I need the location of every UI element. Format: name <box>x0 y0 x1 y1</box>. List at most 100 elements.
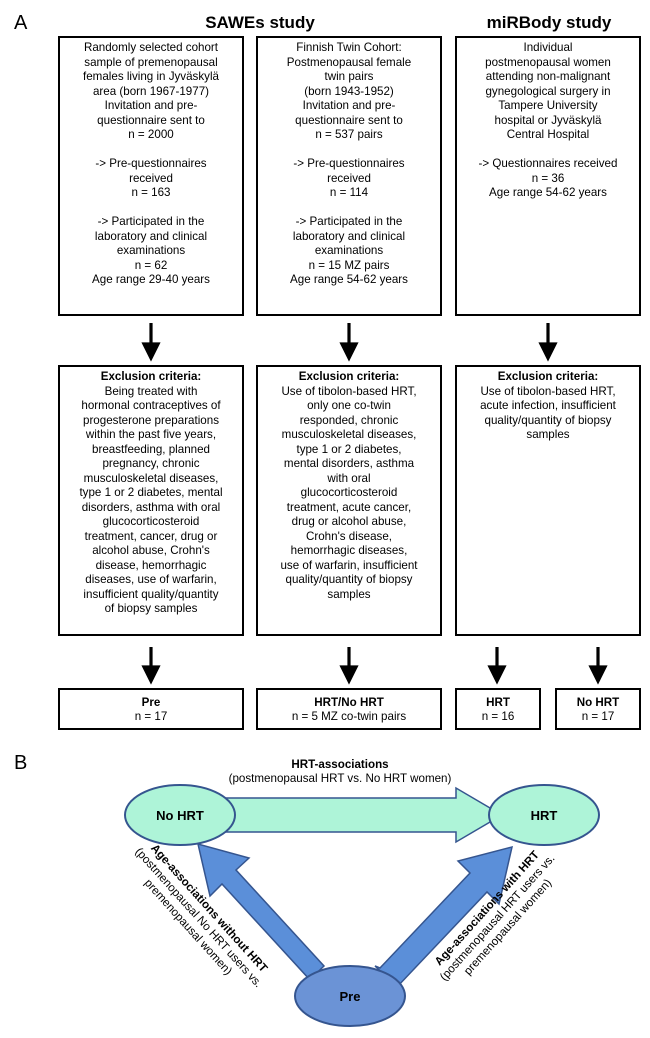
down-arrow-head <box>588 665 608 685</box>
hrt-associations-subtitle: (postmenopausal HRT vs. No HRT women) <box>228 772 452 785</box>
box-text-line: glucocorticosteroid <box>300 486 398 499</box>
box-text-line: examinations <box>116 244 186 257</box>
box-text-line: breastfeeding, planned <box>92 442 210 456</box>
box-text-line: Use of tibolon-based HRT, <box>281 384 417 398</box>
box-text-line: -> Participated in the <box>97 215 205 228</box>
box-text-line: n = 2000 <box>128 128 174 141</box>
exclusion-box-mirbody: Exclusion criteria:Use of tibolon-based … <box>455 365 641 636</box>
result-no-hrt-title: No HRT <box>576 696 620 709</box>
box-text-line: musculoskeletal diseases, <box>83 471 219 485</box>
pre-node <box>294 965 406 1027</box>
box-text-line: alcohol abuse, Crohn's <box>92 544 210 557</box>
box-text-line: Invitation and pre- <box>104 99 198 112</box>
box-text-line: -> Participated in the <box>295 215 403 228</box>
panel-letter-b: B <box>14 752 28 774</box>
down-arrow-head <box>487 665 507 685</box>
box-text-line: Crohn's disease, <box>306 529 392 543</box>
result-box-hrt-no-hrt: HRT/No HRT n = 5 MZ co-twin pairs <box>256 688 442 730</box>
hrt-node-label: HRT <box>531 808 558 823</box>
box-text-line: -> Questionnaires received <box>478 157 618 170</box>
exclusion-title: Exclusion criteria: <box>298 370 400 383</box>
box-text-line: use of warfarin, insufficient <box>280 558 418 572</box>
hrt-association-arrow <box>224 786 504 844</box>
box-text-line: Finnish Twin Cohort: <box>296 41 402 54</box>
box-text-line: (born 1943-1952) <box>304 84 394 98</box>
box-text-line: with oral <box>327 471 371 485</box>
sawes-study-title: SAWEs study <box>205 13 315 32</box>
box-text-line: -> Pre-questionnaires <box>95 157 207 170</box>
box-text-line: laboratory and clinical <box>292 229 406 243</box>
box-text-line: examinations <box>314 244 384 257</box>
box-text-line: gynegological surgery in <box>485 84 611 98</box>
box-text-line: only one co-twin <box>307 399 391 412</box>
box-text-line: samples <box>526 428 570 441</box>
box-text-line: treatment, cancer, drug or <box>84 529 218 543</box>
box-text-line: quality/quantity of biopsy <box>484 413 612 427</box>
box-text-line: drug or alcohol abuse, <box>291 515 407 528</box>
box-text-line: n = 537 pairs <box>315 128 383 141</box>
result-pre-value: n = 17 <box>134 710 168 723</box>
box-text-line: hemorrhagic diseases, <box>290 544 408 557</box>
result-no-hrt-value: n = 17 <box>581 710 615 723</box>
box-text-line: twin pairs <box>324 70 374 83</box>
box-text-line: area (born 1967-1977) <box>92 84 210 98</box>
box-text-line: Central Hospital <box>506 128 590 141</box>
box-text-line: Invitation and pre- <box>302 99 396 112</box>
box-text-line: questionnaire sent to <box>97 113 205 127</box>
result-box-no-hrt: No HRT n = 17 <box>555 688 641 730</box>
box-text-line: Randomly selected cohort <box>83 41 219 54</box>
box-text-line: type 1 or 2 diabetes, <box>296 442 402 456</box>
down-arrow-head <box>141 342 161 362</box>
box-text-line: responded, chronic <box>299 413 399 427</box>
box-text-line: Age range 54-62 years <box>290 273 408 286</box>
box-text-line: disorders, asthma with oral <box>81 500 221 514</box>
box-text-line: n = 62 <box>134 258 168 272</box>
pre-node-label: Pre <box>340 989 361 1004</box>
hrt-node <box>488 784 600 846</box>
box-text-line: pregnancy, chronic <box>102 457 200 470</box>
box-text-line: glucocorticosteroid <box>102 515 200 528</box>
exclusion-title: Exclusion criteria: <box>100 370 202 383</box>
box-text-line: received <box>129 171 173 185</box>
down-arrow-head <box>538 342 558 362</box>
box-text-line: Individual <box>523 41 573 54</box>
box-text-line: quality/quantity of biopsy <box>285 573 413 586</box>
result-hrt-title: HRT <box>486 696 510 709</box>
box-text-line: within the past five years, <box>85 428 217 441</box>
box-text-line: sample of premenopausal <box>84 55 218 69</box>
box-text-line: acute infection, insufficient <box>480 399 616 412</box>
box-text-line: musculoskeletal diseases, <box>281 428 417 441</box>
no-hrt-node-label: No HRT <box>156 808 204 823</box>
box-text-line: diseases, use of warfarin, <box>85 573 217 586</box>
age-with-hrt-arrow <box>374 845 514 989</box>
hrt-associations-title: HRT-associations <box>291 758 389 771</box>
down-arrow-head <box>339 665 359 685</box>
box-text-line: n = 114 <box>329 186 369 199</box>
box-text-line: -> Pre-questionnaires <box>293 157 405 170</box>
box-text-line: Being treated with <box>104 384 198 398</box>
result-hrt-no-hrt-value: n = 5 MZ co-twin pairs <box>291 710 407 723</box>
result-box-pre: Pre n = 17 <box>58 688 244 730</box>
box-text-line: n = 36 <box>531 171 565 185</box>
mirbody-study-title: miRBody study <box>486 13 612 32</box>
result-pre-title: Pre <box>141 696 161 709</box>
box-text-line: Age range 54-62 years <box>489 186 607 199</box>
box-text-line: type 1 or 2 diabetes, mental <box>79 486 223 499</box>
box-text-line: Tampere University <box>498 99 598 112</box>
exclusion-box-twin: Exclusion criteria:Use of tibolon-based … <box>256 365 442 636</box>
cohort-box-finnish-twin: Finnish Twin Cohort:Postmenopausal femal… <box>256 36 442 316</box>
box-text-line: disease, hemorrhagic <box>95 558 207 572</box>
result-hrt-value: n = 16 <box>481 710 515 723</box>
box-text-line: Use of tibolon-based HRT, <box>480 384 616 398</box>
box-text-line: of biopsy samples <box>104 602 198 615</box>
box-text-line: hormonal contraceptives of <box>81 399 221 412</box>
panel-letter-a: A <box>14 12 28 34</box>
exclusion-title: Exclusion criteria: <box>497 370 599 383</box>
left-arrow-sub1: (postmenopausal No HRT users vs. <box>132 845 264 990</box>
box-text-line: treatment, acute cancer, <box>286 500 412 514</box>
result-hrt-no-hrt-title: HRT/No HRT <box>314 696 384 709</box>
